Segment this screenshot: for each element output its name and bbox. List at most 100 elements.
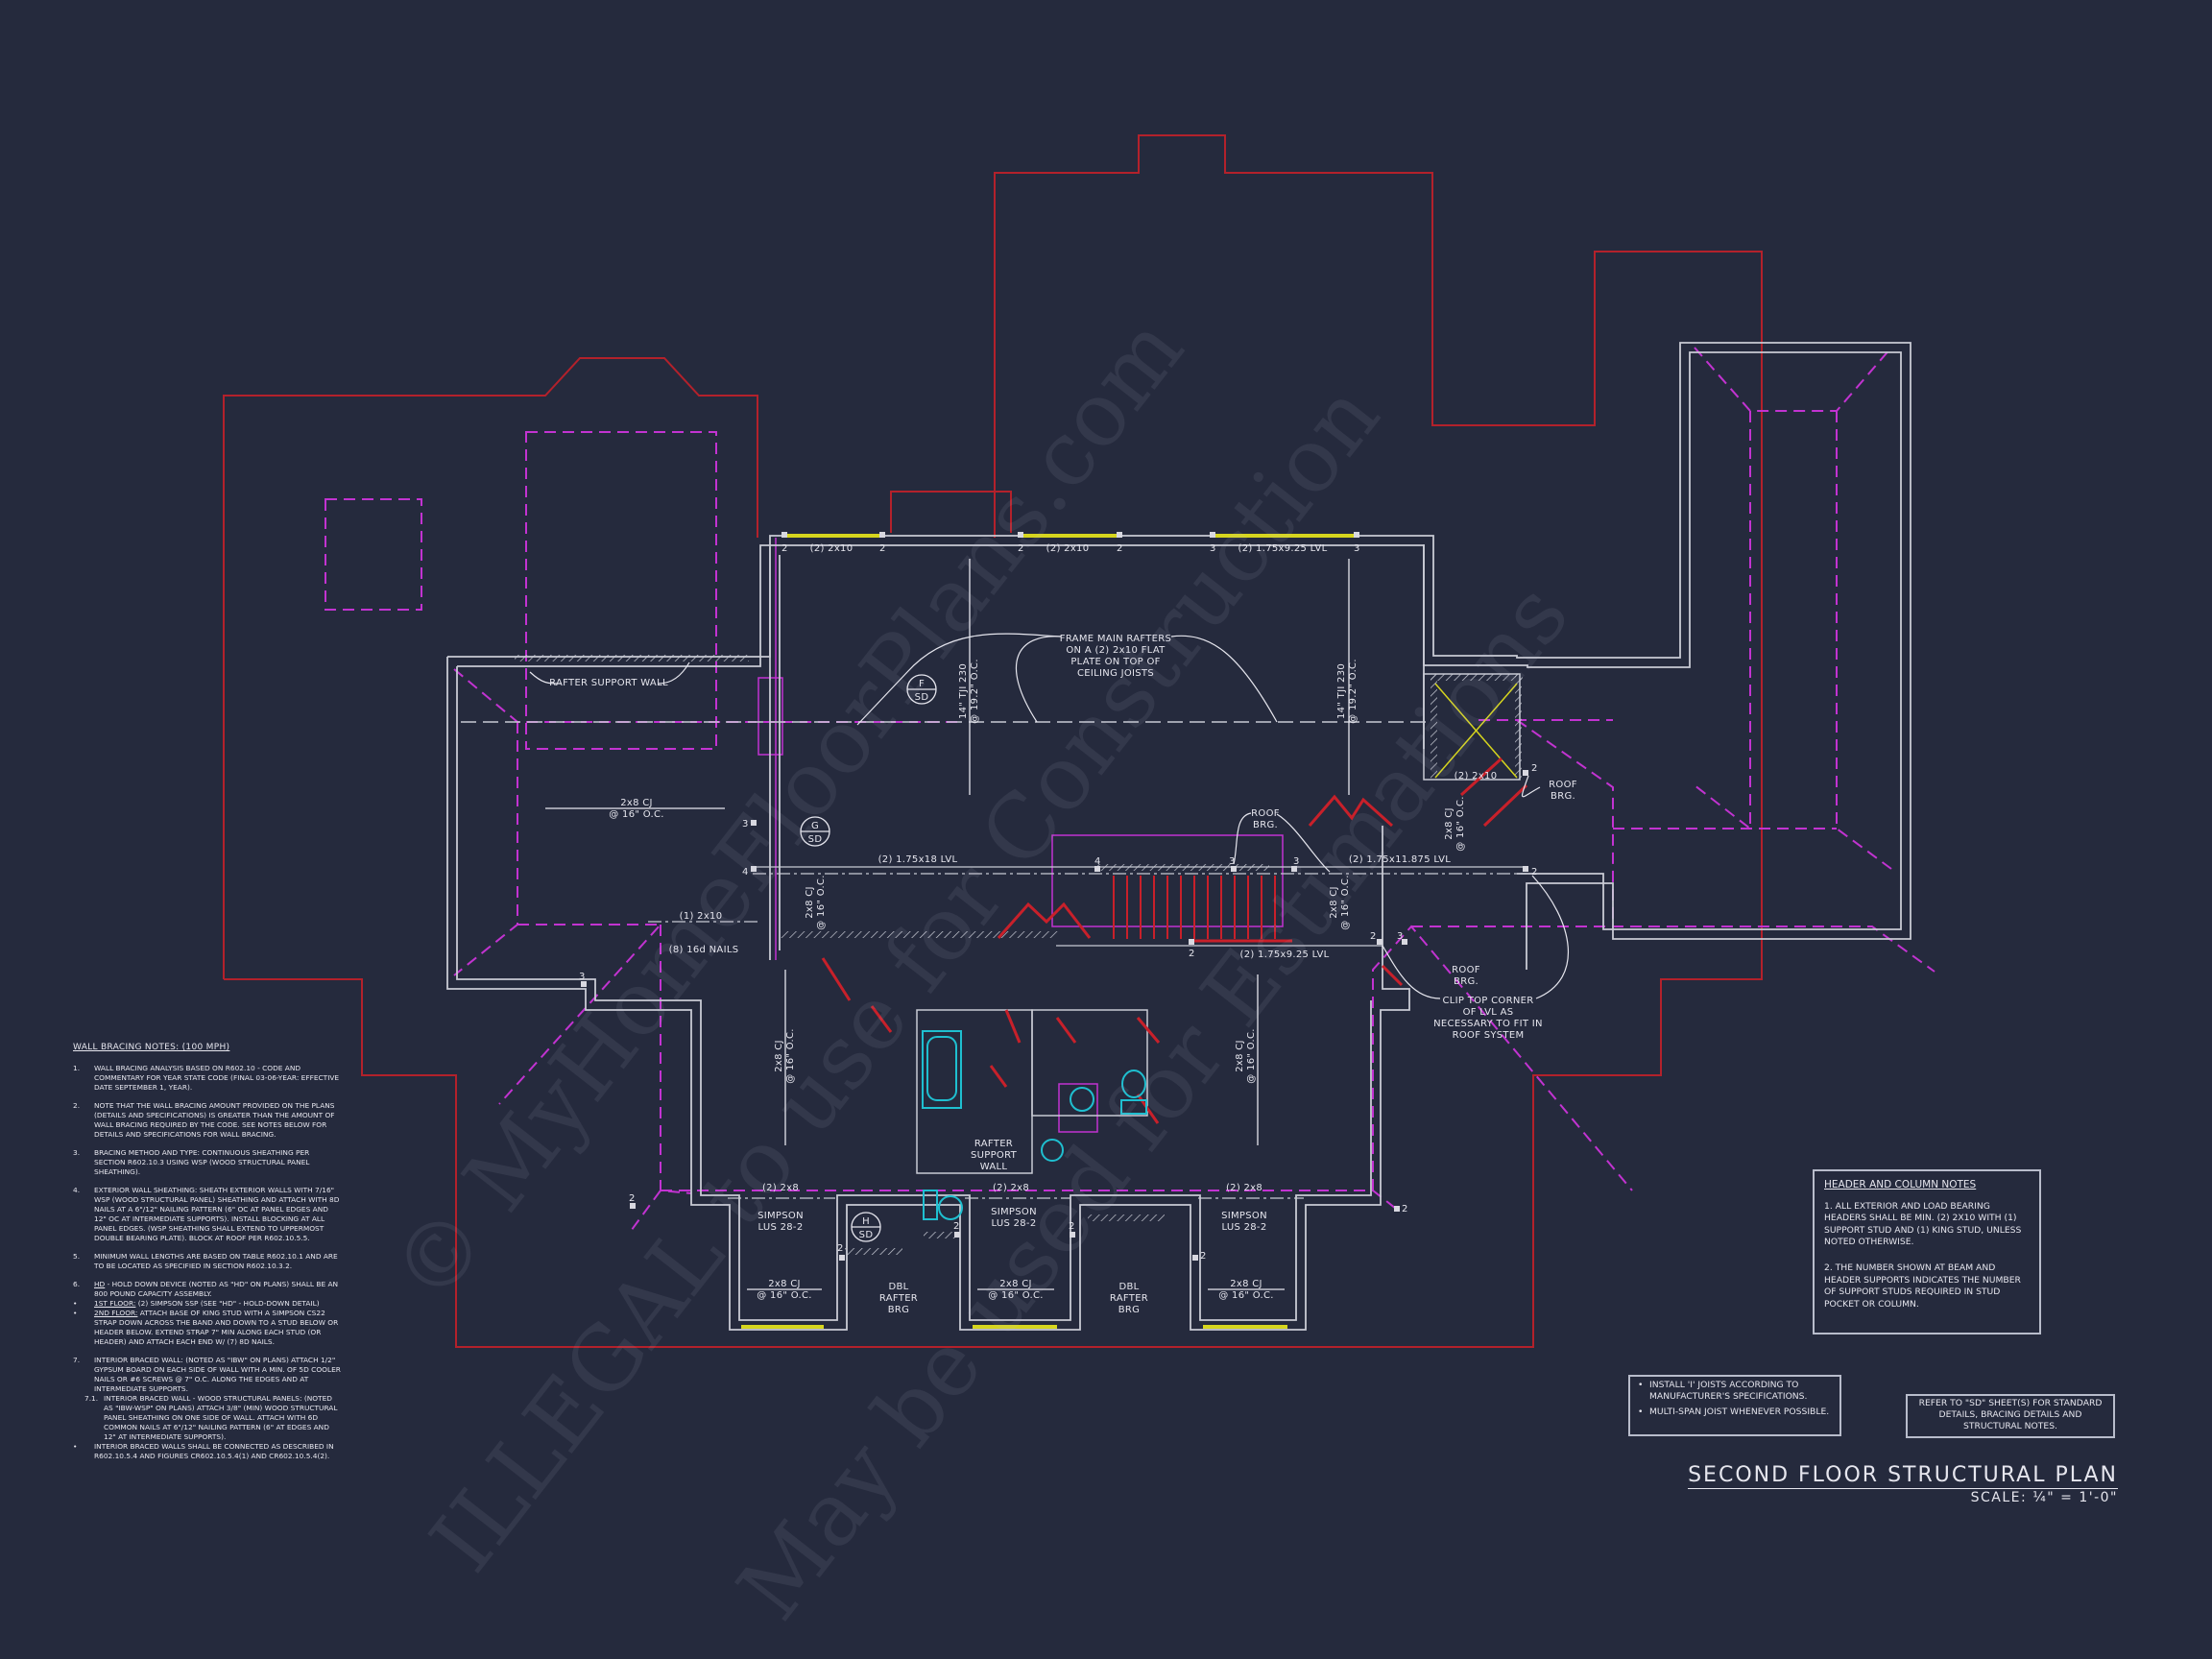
reference-note: REFER TO "SD" SHEET(S) FOR STANDARD DETA…	[1906, 1394, 2115, 1438]
cj-v-1a: 2x8 CJ	[805, 886, 815, 919]
stud-count: 3	[742, 819, 749, 830]
note-item: 1.WALL BRACING ANALYSIS BASED ON R602.10…	[73, 1064, 340, 1092]
header-column-notes: HEADER AND COLUMN NOTES 1. ALL EXTERIOR …	[1813, 1169, 2041, 1334]
stud-count: 3	[579, 972, 586, 982]
note-item: 3.BRACING METHOD AND TYPE: CONTINUOUS SH…	[73, 1148, 310, 1176]
dbl-rafter-2b: RAFTER	[1110, 1293, 1148, 1304]
nails-label: (8) 16d NAILS	[669, 945, 739, 955]
leaders	[529, 633, 1569, 999]
clip-note-4: ROOF SYSTEM	[1453, 1030, 1525, 1041]
frame-note-1: FRAME MAIN RAFTERS	[1060, 634, 1171, 644]
simpson-2b: LUS 28-2	[991, 1218, 1036, 1229]
simpson-1a: SIMPSON	[757, 1211, 804, 1221]
hatched-walls	[515, 655, 1523, 1255]
stud-count: 2	[837, 1243, 844, 1254]
span-arrows	[545, 559, 1350, 1290]
sheet-title: SECOND FLOOR STRUCTURAL PLAN	[1688, 1463, 2118, 1489]
detail-g-sheet: SD	[808, 834, 823, 845]
stud-count: 2	[1531, 763, 1538, 774]
header-label-1: (2) 2x10	[810, 543, 854, 554]
detail-f-letter: F	[919, 679, 925, 689]
cj-room-2b: @ 16" O.C.	[988, 1290, 1044, 1301]
cj-left-2: @ 16" O.C.	[609, 809, 664, 820]
stud-count: 2	[953, 1221, 960, 1232]
frame-note-4: CEILING JOISTS	[1077, 668, 1154, 679]
cj-v-4a: 2x8 CJ	[774, 1040, 784, 1072]
simpson-1b: LUS 28-2	[757, 1222, 803, 1233]
tji-right-1: 14" TJI 230	[1336, 663, 1347, 719]
header-2x8-3: (2) 2x8	[1226, 1183, 1262, 1193]
stud-markers	[581, 532, 1528, 1261]
note-item: 6.HD - HOLD DOWN DEVICE (NOTED AS "HD" O…	[73, 1280, 339, 1298]
cj-left-1: 2x8 CJ	[620, 798, 653, 808]
header-2x8-2: (2) 2x8	[993, 1183, 1029, 1193]
stud-count: 2	[781, 543, 788, 554]
dbl-rafter-1c: BRG	[888, 1305, 909, 1315]
dbl-rafter-1b: RAFTER	[879, 1293, 918, 1304]
detail-bubbles	[800, 674, 937, 1242]
note-item: 5.MINIMUM WALL LENGTHS ARE BASED ON TABL…	[73, 1252, 338, 1270]
cj-room-3b: @ 16" O.C.	[1218, 1290, 1274, 1301]
note-item: 7.INTERIOR BRACED WALL: (NOTED AS "IBW" …	[73, 1356, 341, 1393]
cj-v-3a: 2x8 CJ	[1444, 807, 1455, 840]
ijoist-note-2: MULTI-SPAN JOIST WHENEVER POSSIBLE.	[1649, 1407, 1830, 1417]
walls	[446, 342, 1911, 1331]
stud-count: 4	[1094, 856, 1101, 867]
cj-v-5a: 2x8 CJ	[1235, 1040, 1245, 1072]
header-column-title: HEADER AND COLUMN NOTES	[1824, 1179, 1977, 1190]
roof-brg-2b: BRG.	[1551, 791, 1575, 802]
clip-note-2: OF LVL AS	[1463, 1007, 1514, 1018]
cj-v-5b: @ 16" O.C.	[1246, 1028, 1257, 1084]
cj-room-1b: @ 16" O.C.	[757, 1290, 812, 1301]
note-item: 7.1.INTERIOR BRACED WALL - WOOD STRUCTUR…	[84, 1394, 338, 1441]
roof-outline	[223, 134, 1763, 1348]
tji-left-1: 14" TJI 230	[958, 663, 969, 719]
ijoist-notes: •INSTALL 'I' JOISTS ACCORDING TO MANUFAC…	[1628, 1375, 1841, 1436]
stud-count: 2	[1402, 1204, 1408, 1214]
simpson-2a: SIMPSON	[991, 1207, 1037, 1217]
stud-count: 2	[1069, 1221, 1075, 1232]
stud-count: 2	[1117, 543, 1123, 554]
cj-v-4b: @ 16" O.C.	[785, 1028, 796, 1084]
note-item: 4.EXTERIOR WALL SHEATHING: SHEATH EXTERI…	[73, 1186, 340, 1242]
cj-room-1a: 2x8 CJ	[768, 1279, 801, 1289]
beam-stair-label: (2) 1.75x9.25 LVL	[1240, 950, 1330, 960]
doors	[821, 757, 1528, 1124]
beam-main-label: (2) 1.75x18 LVL	[878, 854, 958, 865]
cj-room-2a: 2x8 CJ	[999, 1279, 1032, 1289]
wall-bracing-title: WALL BRACING NOTES: (100 MPH)	[73, 1043, 230, 1052]
dbl-rafter-2c: BRG	[1118, 1305, 1140, 1315]
simpson-3a: SIMPSON	[1221, 1211, 1267, 1221]
stud-count: 2	[1189, 949, 1195, 959]
rafter-support-mid-1: RAFTER	[974, 1139, 1013, 1149]
frame-note-2: ON A (2) 2x10 FLAT	[1066, 645, 1166, 656]
stud-count: 3	[1229, 856, 1236, 867]
roof-brg-2a: ROOF	[1549, 780, 1577, 790]
clip-note-1: CLIP TOP CORNER	[1443, 996, 1534, 1006]
stud-count: 2	[1018, 543, 1024, 554]
stud-count: 2	[629, 1193, 636, 1204]
stud-count: 3	[1210, 543, 1216, 554]
note-item: •INTERIOR BRACED WALLS SHALL BE CONNECTE…	[73, 1442, 334, 1460]
attic-access	[1434, 683, 1518, 779]
header-attic-label: (2) 2x10	[1455, 771, 1498, 781]
stair	[1113, 876, 1292, 943]
note-item: 2.NOTE THAT THE WALL BRACING AMOUNT PROV…	[73, 1101, 335, 1139]
dbl-rafter-1a: DBL	[888, 1282, 908, 1292]
note-item: •1ST FLOOR: (2) SIMPSON SSP (SEE "HD" - …	[73, 1299, 320, 1308]
detail-h-letter: H	[862, 1216, 870, 1227]
beam-right-label: (2) 1.75x11.875 LVL	[1349, 854, 1451, 865]
stud-count: 2	[1370, 931, 1377, 942]
sheet-scale: SCALE: ¼" = 1'-0"	[1970, 1490, 2118, 1505]
rafter-support-mid-2: SUPPORT	[971, 1150, 1018, 1161]
ijoist-note-1: INSTALL 'I' JOISTS ACCORDING TO MANUFACT…	[1649, 1380, 1808, 1402]
simpson-3b: LUS 28-2	[1221, 1222, 1266, 1233]
window-headers	[741, 534, 1357, 1329]
stud-count: 2	[1531, 867, 1538, 878]
header-2x8-1: (2) 2x8	[762, 1183, 799, 1193]
rafter-support-mid-3: WALL	[980, 1162, 1008, 1172]
beams	[461, 721, 1527, 1199]
stud-count: 2	[1200, 1251, 1207, 1262]
cj-v-2b: @ 16" O.C.	[1340, 875, 1351, 930]
